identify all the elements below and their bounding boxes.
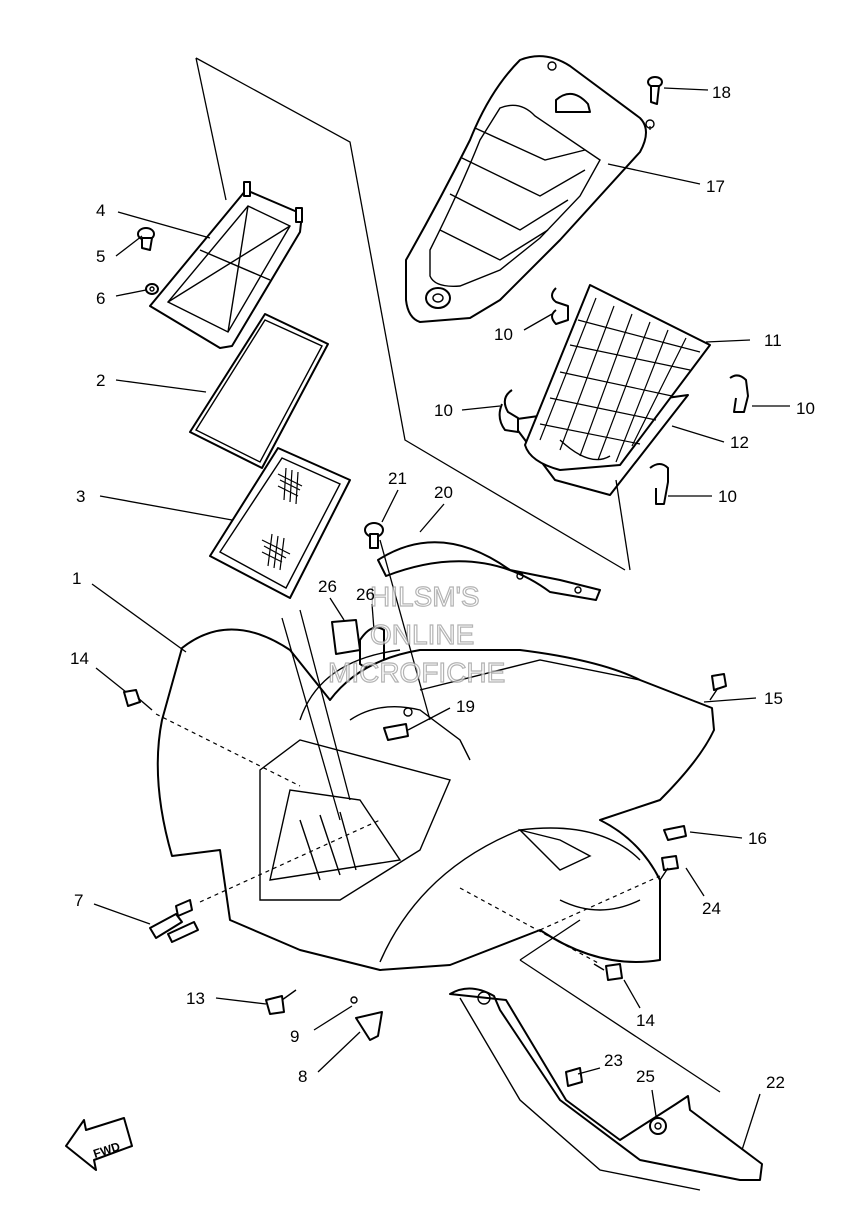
callout-22: 22 xyxy=(766,1073,785,1092)
callout-3: 3 xyxy=(76,487,85,506)
callout-21: 21 xyxy=(388,469,407,488)
leader-lines xyxy=(91,163,790,1151)
callout-20: 20 xyxy=(434,483,453,502)
callout-labels: 1 2 3 4 5 6 7 8 9 10 10 10 10 11 12 13 1… xyxy=(70,83,815,1092)
callout-11: 11 xyxy=(764,331,782,350)
callout-10-a: 10 xyxy=(494,325,513,344)
watermark-line-2: ONLINE xyxy=(370,619,474,650)
part-16-19-tabs xyxy=(383,723,687,841)
callout-15: 15 xyxy=(764,689,783,708)
part-1-front-fender xyxy=(156,628,715,971)
part-5-6-screw-washer xyxy=(137,227,159,295)
callout-4: 4 xyxy=(96,201,105,220)
watermark: HILSM'S ONLINE MICROFICHE xyxy=(327,580,506,688)
part-18-screw xyxy=(645,76,709,129)
callout-23: 23 xyxy=(604,1051,623,1070)
callout-16: 16 xyxy=(748,829,767,848)
callout-14-a: 14 xyxy=(70,649,89,668)
part-20-21-strap xyxy=(364,522,601,601)
watermark-line-1: HILSM'S xyxy=(370,581,480,612)
callout-9: 9 xyxy=(290,1027,299,1046)
callout-10-b: 10 xyxy=(434,401,453,420)
part-22-23-25-bumper xyxy=(449,987,763,1191)
callout-14-b: 14 xyxy=(636,1011,655,1030)
watermark-line-3: MICROFICHE xyxy=(328,657,505,688)
part-7-8-9-13-hardware xyxy=(149,899,383,1041)
part-2-pad xyxy=(189,313,329,469)
part-17-front-top-cover xyxy=(405,55,647,323)
part-14-15-24-bolts xyxy=(123,673,727,981)
callout-5: 5 xyxy=(96,247,105,266)
callout-2: 2 xyxy=(96,371,105,390)
part-4-bracket xyxy=(149,181,303,349)
dashed-alignment-lines xyxy=(155,122,721,1093)
callout-17: 17 xyxy=(706,177,725,196)
callout-8: 8 xyxy=(298,1067,307,1086)
callout-19: 19 xyxy=(456,697,475,716)
callout-1: 1 xyxy=(72,569,81,588)
callout-7: 7 xyxy=(74,891,83,910)
part-10-clips xyxy=(498,287,749,505)
callout-25: 25 xyxy=(636,1067,655,1086)
part-11-12-grille xyxy=(509,284,711,496)
callout-18: 18 xyxy=(712,83,731,102)
callout-10-d: 10 xyxy=(718,487,737,506)
part-3-screen xyxy=(209,447,351,599)
callout-26-a: 26 xyxy=(318,577,337,596)
callout-13: 13 xyxy=(186,989,205,1008)
callout-12: 12 xyxy=(730,433,749,452)
callout-26-b: 26 xyxy=(356,585,375,604)
fwd-arrow-icon: FWD xyxy=(65,1117,133,1171)
callout-6: 6 xyxy=(96,289,105,308)
callout-10-c: 10 xyxy=(796,399,815,418)
callout-24: 24 xyxy=(702,899,721,918)
group-frame-lines xyxy=(195,57,626,571)
